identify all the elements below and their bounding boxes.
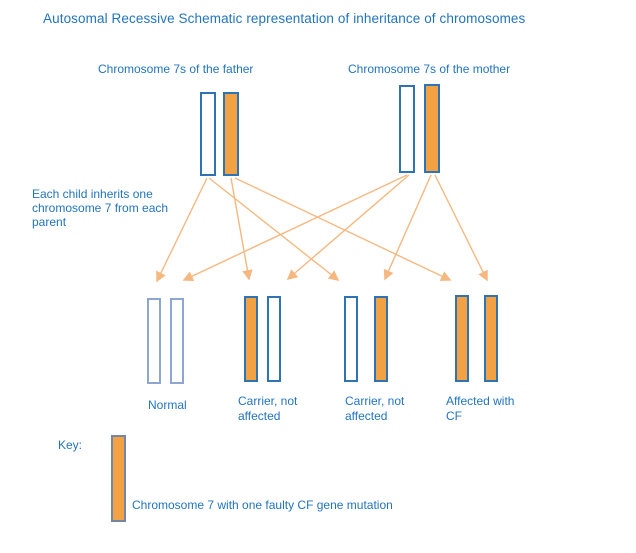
arrow-father-faulty-to-child4 bbox=[234, 177, 452, 281]
child2-chromosome-faulty-from-father bbox=[244, 296, 258, 382]
arrow-father-normal-to-child3 bbox=[208, 177, 340, 281]
child3-label: Carrier, not affected bbox=[345, 394, 404, 424]
child3-chromosome-normal-from-father bbox=[344, 296, 358, 382]
child4-chromosome-faulty-from-father bbox=[455, 295, 469, 382]
father-chromosome-normal bbox=[200, 92, 216, 176]
key-description: Chromosome 7 with one faulty CF gene mut… bbox=[132, 498, 393, 512]
father-chromosome-faulty bbox=[223, 92, 239, 176]
annotation-line: chromosome 7 from each bbox=[32, 201, 169, 215]
arrow-mother-normal-to-child1 bbox=[182, 174, 408, 281]
mother-chromosome-faulty bbox=[424, 84, 440, 173]
child1-label-line: Normal bbox=[148, 398, 187, 412]
mother-chromosome-normal bbox=[399, 85, 415, 173]
key-faulty-chromosome-swatch bbox=[111, 435, 126, 522]
child2-label-line: affected bbox=[238, 409, 281, 423]
diagram-title: Autosomal Recessive Schematic representa… bbox=[43, 11, 526, 26]
annotation-line: Each child inherits one bbox=[32, 187, 153, 201]
mother-chromosomes-label: Chromosome 7s of the mother bbox=[348, 62, 511, 76]
child4-chromosome-faulty-from-mother bbox=[484, 295, 498, 382]
child3-label-line: Carrier, not bbox=[345, 394, 405, 408]
child1-chromosome-normal-from-mother bbox=[170, 298, 184, 384]
annotation-line: parent bbox=[32, 215, 67, 229]
child4-label-line: Affected with bbox=[446, 394, 515, 408]
arrow-father-faulty-to-child2 bbox=[230, 177, 253, 281]
arrow-mother-faulty-to-child4 bbox=[434, 174, 488, 282]
father-chromosomes-label: Chromosome 7s of the father bbox=[98, 62, 254, 76]
child3-label-line: affected bbox=[345, 409, 388, 423]
child4-label: Affected with CF bbox=[446, 394, 514, 424]
child2-label-line: Carrier, not bbox=[238, 394, 298, 408]
inheritance-annotation: Each child inherits one chromosome 7 fro… bbox=[32, 187, 168, 229]
key-label: Key: bbox=[58, 438, 83, 452]
child1-chromosome-normal-from-father bbox=[147, 298, 161, 384]
child4-label-line: CF bbox=[446, 409, 462, 423]
arrow-mother-normal-to-child2 bbox=[286, 174, 410, 281]
child2-chromosome-normal-from-mother bbox=[267, 296, 281, 382]
child3-chromosome-faulty-from-mother bbox=[374, 296, 388, 382]
arrow-mother-faulty-to-child3 bbox=[383, 174, 432, 281]
child2-label: Carrier, not affected bbox=[238, 394, 297, 424]
child1-label: Normal bbox=[148, 398, 187, 413]
